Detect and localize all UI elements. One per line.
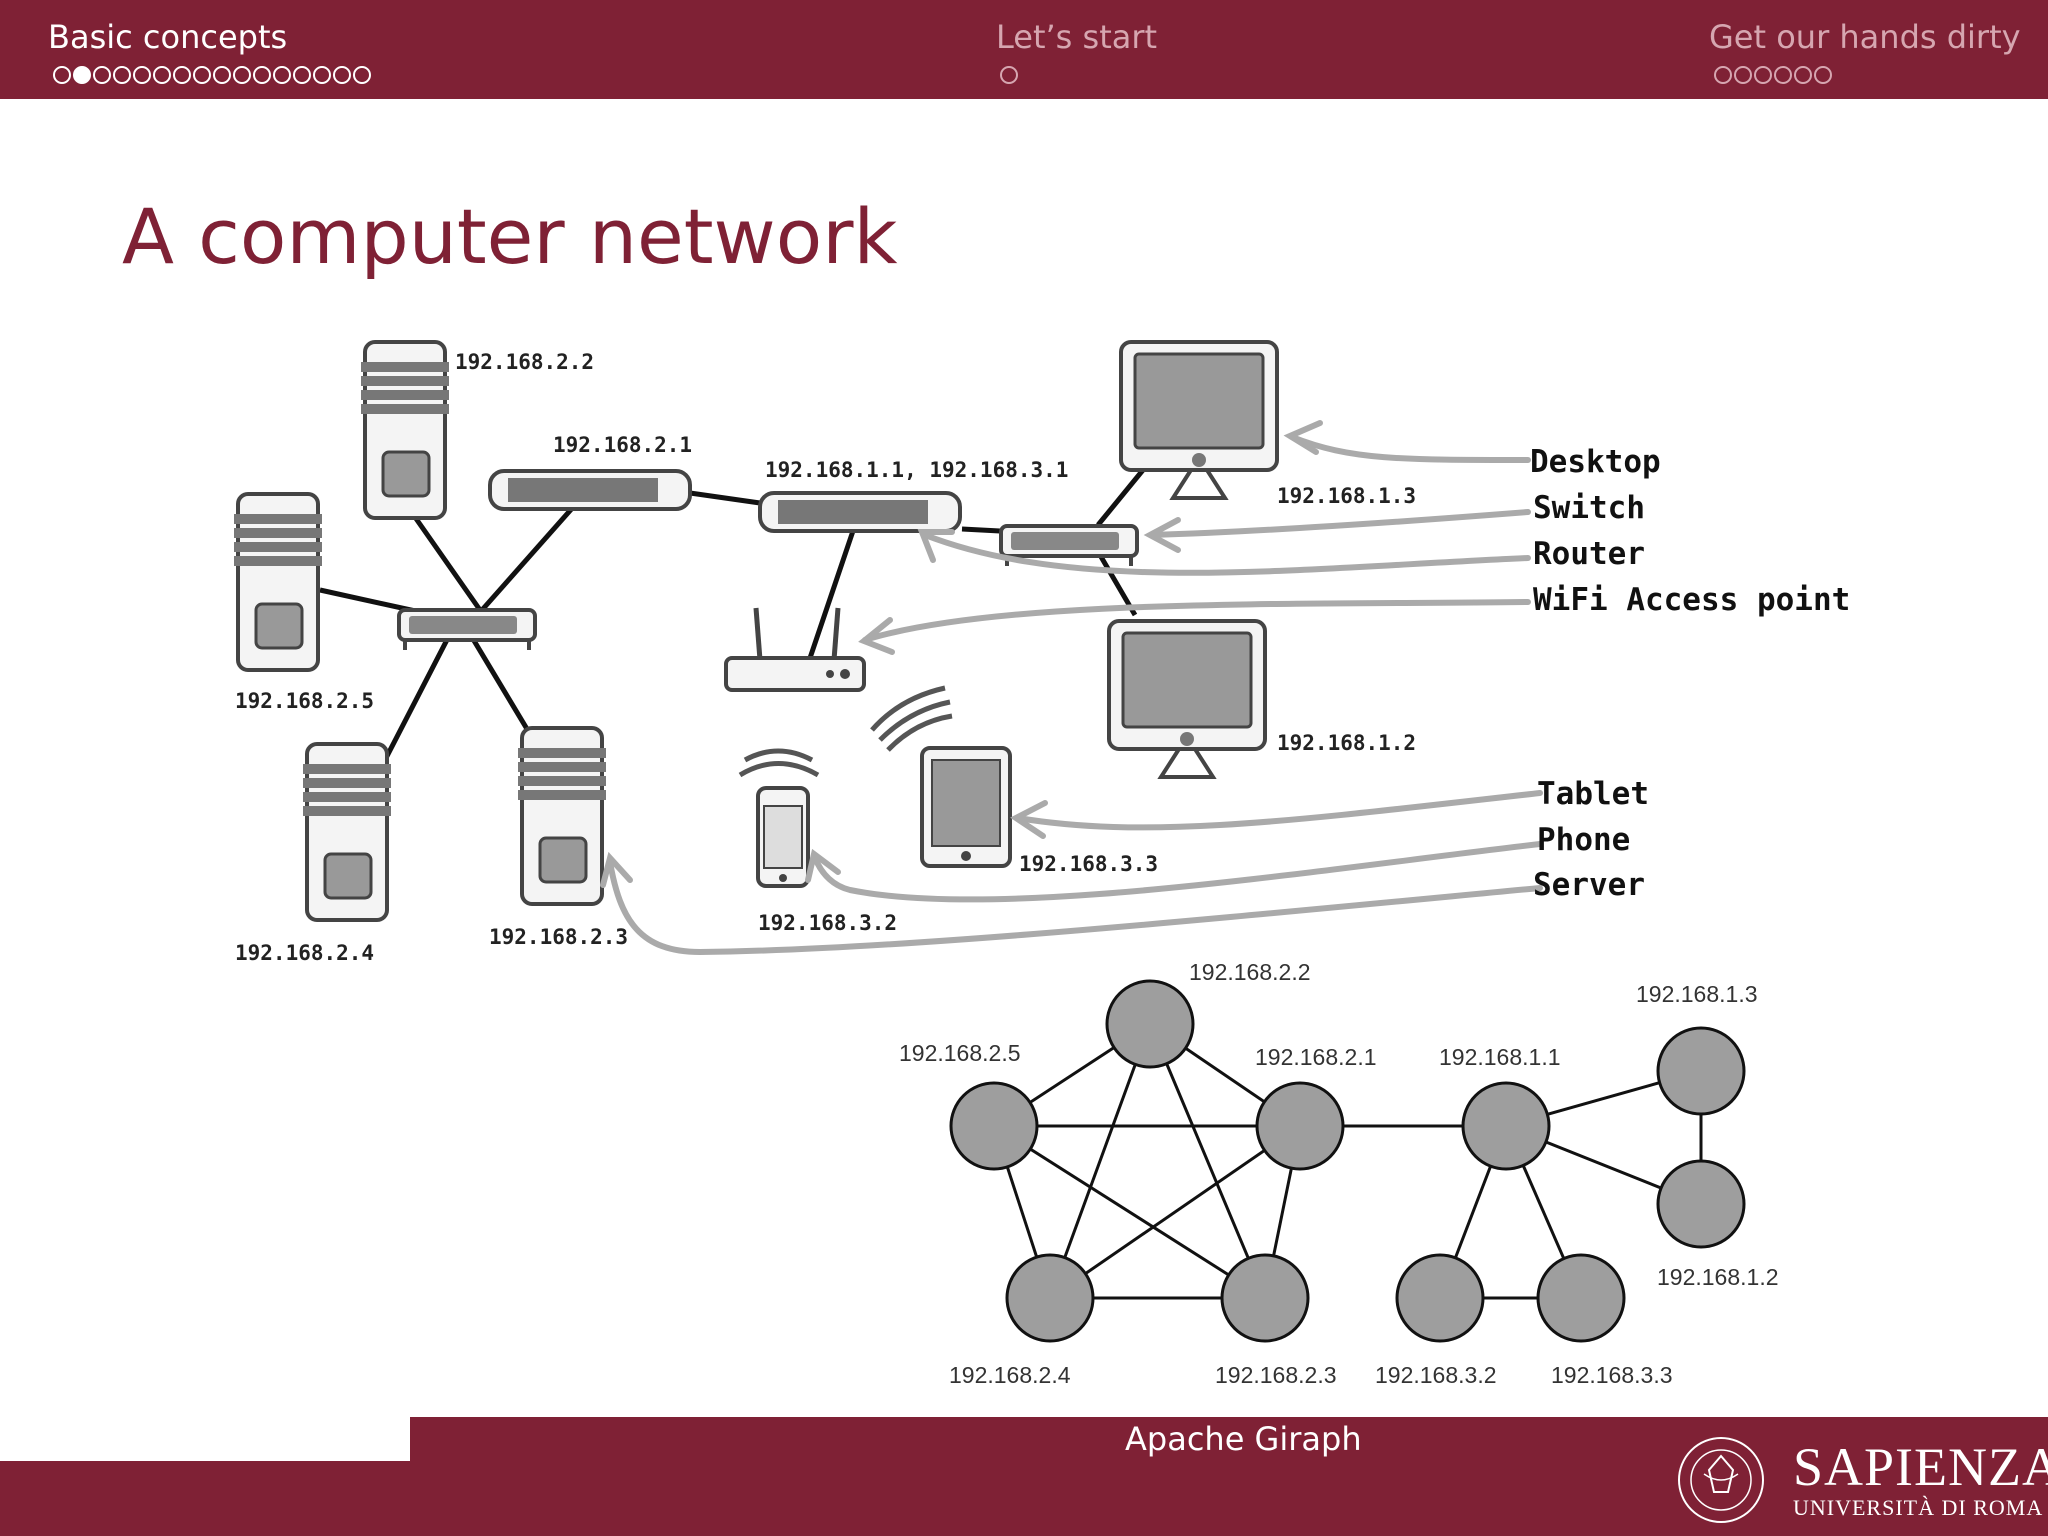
graph-node-label: 192.168.1.2	[1657, 1264, 1779, 1290]
phone-icon	[756, 786, 810, 888]
nav-dot[interactable]	[293, 66, 311, 84]
ip-label: 192.168.2.3	[489, 925, 628, 949]
slide-title: A computer network	[122, 192, 898, 281]
nav-dot[interactable]	[1814, 66, 1832, 84]
tablet-icon	[920, 746, 1012, 868]
nav-section-label[interactable]: Let’s start	[996, 18, 1158, 56]
graph-node-label: 192.168.2.3	[1215, 1362, 1337, 1388]
nav-dot[interactable]	[53, 66, 71, 84]
nav-dot[interactable]	[193, 66, 211, 84]
graph-node	[1005, 1253, 1095, 1343]
nav-dot[interactable]	[253, 66, 271, 84]
nav-dots-get-our-hands-dirty[interactable]	[1713, 62, 1853, 88]
legend-wifi-access-point: WiFi Access point	[1533, 582, 1850, 618]
graph-node	[1536, 1253, 1626, 1343]
legend-tablet: Tablet	[1537, 776, 1649, 812]
nav-section-lets-start[interactable]: Let’s start	[996, 18, 1157, 56]
nav-dot[interactable]	[1754, 66, 1772, 84]
server-icon	[359, 340, 451, 520]
nav-dot[interactable]	[333, 66, 351, 84]
router-icon	[397, 608, 537, 652]
brand-subtitle: UNIVERSITÀ DI ROMA	[1793, 1495, 2044, 1520]
nav-dot[interactable]	[1774, 66, 1792, 84]
legend-server: Server	[1533, 867, 1645, 903]
ip-label: 192.168.1.2	[1277, 731, 1416, 755]
ip-label: 192.168.2.1	[553, 433, 692, 457]
nav-dot[interactable]	[133, 66, 151, 84]
graph-node-label: 192.168.1.3	[1636, 981, 1758, 1007]
switch-icon	[758, 491, 962, 533]
nav-dot[interactable]	[113, 66, 131, 84]
ip-label: 192.168.1.3	[1277, 484, 1416, 508]
nav-dot[interactable]	[213, 66, 231, 84]
nav-dot[interactable]	[1794, 66, 1812, 84]
nav-dot-active[interactable]	[73, 66, 91, 84]
nav-dot[interactable]	[313, 66, 331, 84]
network-links	[319, 468, 1145, 762]
graph-node-label: 192.168.1.1	[1439, 1044, 1561, 1070]
nav-section-get-our-hands-dirty[interactable]: Get our hands dirty	[1709, 18, 2021, 56]
nav-dot[interactable]	[233, 66, 251, 84]
nav-section-label[interactable]: Get our hands dirty	[1709, 18, 2021, 56]
university-seal-icon	[1678, 1437, 1764, 1523]
legend-switch: Switch	[1533, 490, 1645, 526]
graph-node-label: 192.168.2.2	[1189, 959, 1311, 985]
graph-node-label: 192.168.3.3	[1551, 1362, 1673, 1388]
graph-node	[1255, 1081, 1345, 1171]
switch-icon	[488, 469, 692, 511]
graph-nodes	[949, 979, 1746, 1343]
graph-node-label: 192.168.3.2	[1375, 1362, 1497, 1388]
nav-dot[interactable]	[1734, 66, 1752, 84]
wireless-signal-icon	[738, 685, 953, 778]
footer-left-notch	[0, 1417, 410, 1461]
server-icon	[516, 726, 608, 906]
nav-dot[interactable]	[273, 66, 291, 84]
university-brand: SAPIENZA UNIVERSITÀ DI ROMA	[1793, 1438, 2048, 1520]
graph-node	[1220, 1253, 1310, 1343]
graph-node-label: 192.168.2.4	[949, 1362, 1071, 1388]
ip-label: 192.168.3.2	[758, 911, 897, 935]
footer-title: Apache Giraph	[1125, 1420, 1362, 1458]
graph-node	[1461, 1081, 1551, 1171]
ip-label: 192.168.2.2	[455, 350, 594, 374]
legend-desktop: Desktop	[1530, 444, 1661, 480]
desktop-monitor-icon	[1107, 619, 1267, 779]
graph-node-label: 192.168.2.5	[899, 1040, 1021, 1066]
nav-section-basic-concepts[interactable]: Basic concepts	[48, 18, 287, 56]
ip-label: 192.168.2.4	[235, 941, 374, 965]
nav-dot[interactable]	[1000, 66, 1018, 84]
graph-node	[1656, 1026, 1746, 1116]
legend-phone: Phone	[1537, 822, 1630, 858]
nav-dots-lets-start[interactable]	[999, 62, 1029, 88]
ip-label: 192.168.3.3	[1019, 852, 1158, 876]
ip-label: 192.168.1.1, 192.168.3.1	[765, 458, 1068, 482]
legend-arrows	[600, 420, 1543, 956]
graph-node	[1656, 1159, 1746, 1249]
nav-dot[interactable]	[1714, 66, 1732, 84]
legend-router: Router	[1533, 536, 1645, 572]
graph-node	[1105, 979, 1195, 1069]
server-icon	[301, 742, 393, 922]
nav-dot[interactable]	[353, 66, 371, 84]
nav-dot[interactable]	[93, 66, 111, 84]
brand-name: SAPIENZA	[1793, 1437, 2048, 1497]
nav-dot[interactable]	[153, 66, 171, 84]
nav-dots-basic-concepts[interactable]	[52, 62, 462, 88]
nav-section-label[interactable]: Basic concepts	[48, 18, 288, 56]
top-navigation-bar: Basic concepts	[0, 0, 2048, 99]
graph-node-label: 192.168.2.1	[1255, 1044, 1377, 1070]
server-icon	[232, 492, 324, 672]
graph-node	[1395, 1253, 1485, 1343]
wifi-access-point-icon	[724, 607, 866, 692]
desktop-monitor-icon	[1119, 340, 1279, 500]
graph-node	[949, 1081, 1039, 1171]
ip-label: 192.168.2.5	[235, 689, 374, 713]
nav-dot[interactable]	[173, 66, 191, 84]
